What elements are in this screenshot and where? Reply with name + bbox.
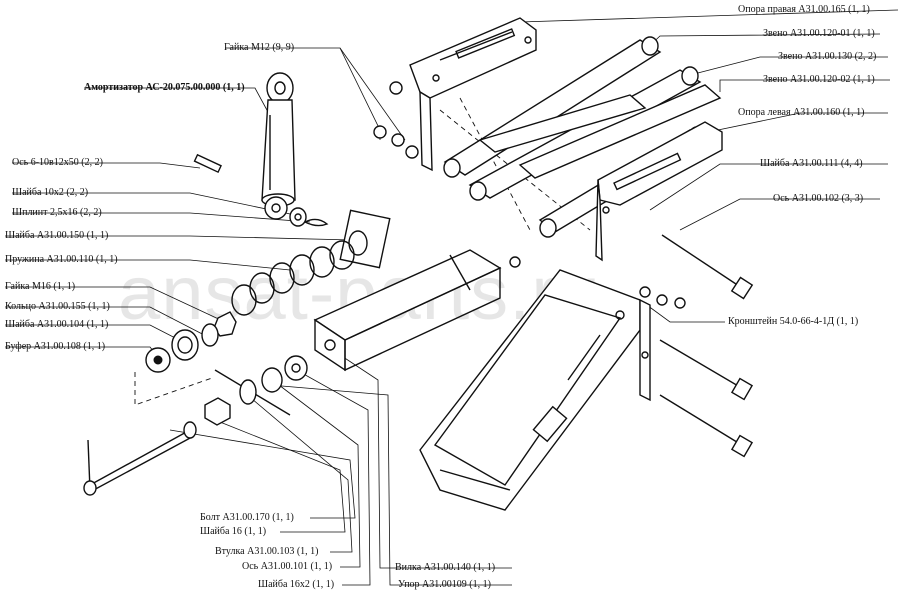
- label-washer-104[interactable]: Шайба А31.00.104 (1, 1): [5, 319, 109, 330]
- label-nut-m12[interactable]: Гайка М12 (9, 9): [224, 42, 295, 53]
- m12-nuts-part: [373, 81, 686, 309]
- label-right-support[interactable]: Опора правая А31.00.165 (1, 1): [738, 4, 870, 15]
- label-washer-10x2[interactable]: Шайба 10х2 (2, 2): [12, 187, 89, 198]
- label-ring[interactable]: Кольцо А31.00.155 (1, 1): [5, 301, 110, 312]
- label-bushing[interactable]: Втулка А31.00.103 (1, 1): [215, 546, 319, 557]
- bracket-frame-part: [419, 269, 651, 511]
- label-fork[interactable]: Вилка А31.00.140 (1, 1): [395, 562, 496, 573]
- label-shock-absorber[interactable]: Амортизатор АС-20.075.00.000 (1, 1): [84, 82, 245, 93]
- label-nut-m16[interactable]: Гайка М16 (1, 1): [5, 281, 76, 292]
- axle-pins-part: [659, 234, 754, 458]
- small-fasteners-part: [193, 153, 329, 227]
- label-washer-111[interactable]: Шайба А31.00.111 (4, 4): [760, 158, 863, 169]
- label-bolt[interactable]: Болт А31.00.170 (1, 1): [200, 512, 294, 523]
- label-link-120-02[interactable]: Звено А31.00.120-02 (1, 1): [763, 74, 875, 85]
- label-link-130[interactable]: Звено А31.00.130 (2, 2): [778, 51, 877, 62]
- label-washer-16x2[interactable]: Шайба 16х2 (1, 1): [258, 579, 335, 590]
- link-bars-part: [443, 36, 722, 238]
- label-axle-101[interactable]: Ось А31.00.101 (1, 1): [242, 561, 333, 572]
- shock-absorber-part: [261, 72, 296, 220]
- label-axle-6-10[interactable]: Ось 6-10в12х50 (2, 2): [12, 157, 103, 168]
- leader-lines: [5, 9, 899, 586]
- label-spring[interactable]: Пружина А31.00.110 (1, 1): [5, 254, 118, 265]
- label-cotter-pin[interactable]: Шплинт 2,5х16 (2, 2): [12, 207, 102, 218]
- label-bracket[interactable]: Кронштейн 54.0-66-4-1Д (1, 1): [728, 316, 859, 327]
- label-buffer[interactable]: Буфер А31.00.108 (1, 1): [5, 341, 106, 352]
- label-link-120-01[interactable]: Звено А31.00.120-01 (1, 1): [763, 28, 875, 39]
- label-stop[interactable]: Упор А31.00109 (1, 1): [398, 579, 491, 590]
- label-left-support[interactable]: Опора левая А31.00.160 (1, 1): [738, 107, 865, 118]
- fork-part: [313, 249, 502, 372]
- label-washer-150[interactable]: Шайба А31.00.150 (1, 1): [5, 230, 109, 241]
- right-support-part: [409, 17, 537, 172]
- label-washer-16[interactable]: Шайба 16 (1, 1): [200, 526, 267, 537]
- label-axle-102[interactable]: Ось А31.00.102 (3, 3): [773, 193, 864, 204]
- left-support-part: [595, 121, 723, 262]
- spring-part: [231, 209, 391, 316]
- rod-assembly-part: [83, 311, 308, 496]
